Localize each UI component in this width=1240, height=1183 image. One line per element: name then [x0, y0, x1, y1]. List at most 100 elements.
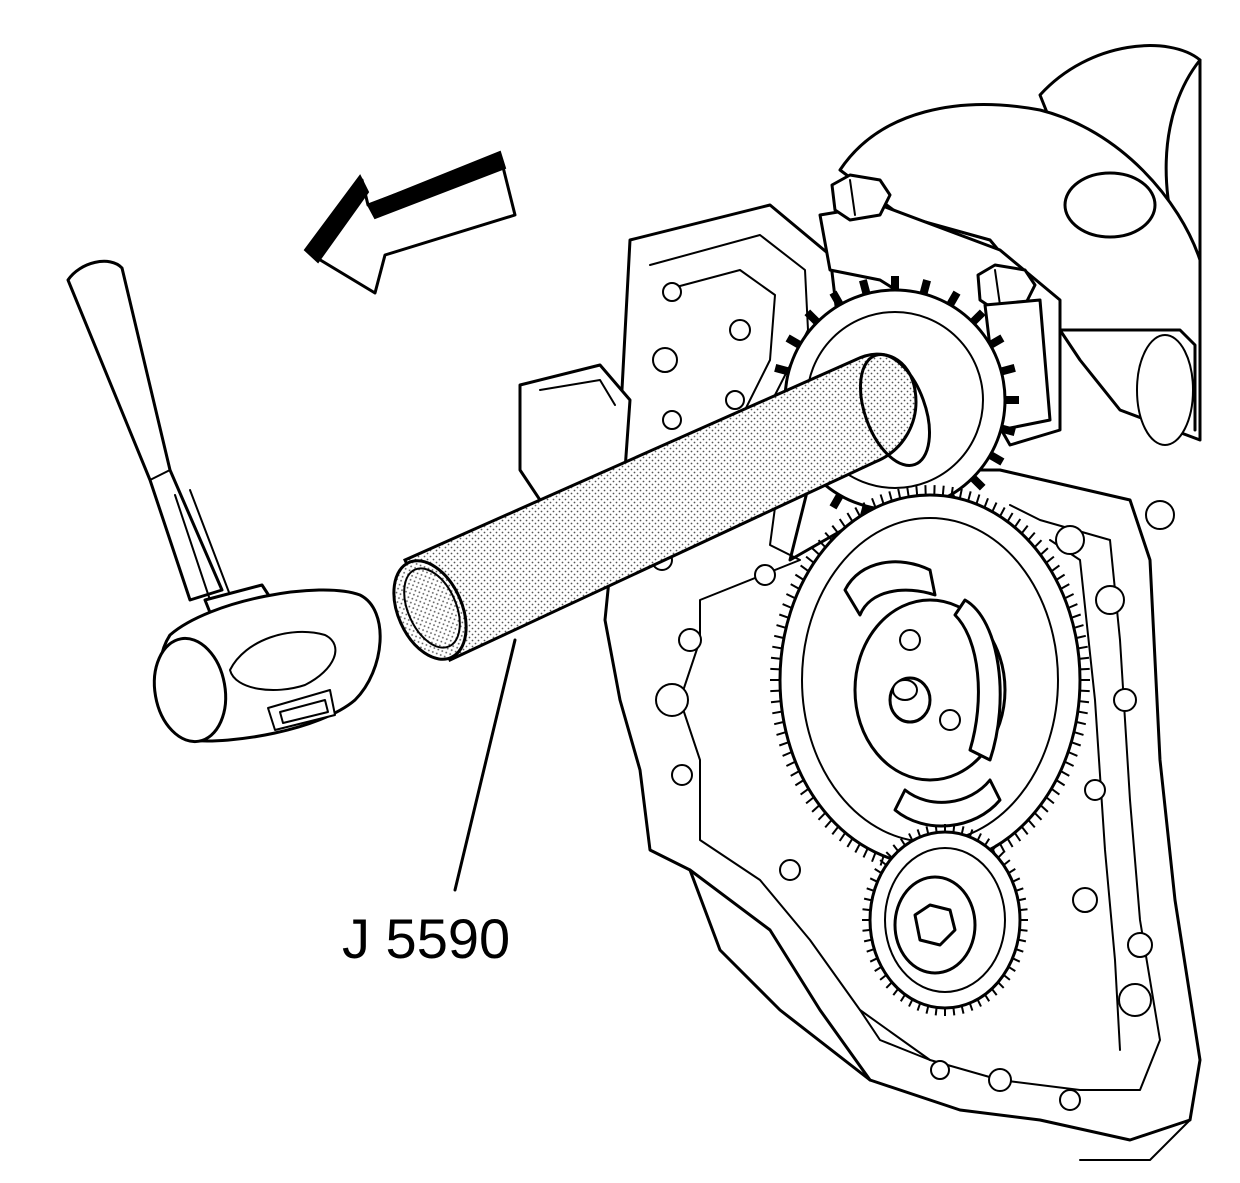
bolt-left [830, 173, 892, 222]
gear-tooth [1020, 524, 1029, 535]
gear-tooth [976, 998, 982, 1007]
gear-tooth [871, 497, 877, 508]
gear-tooth [888, 491, 893, 502]
gear-tooth [817, 811, 827, 821]
gear-tooth [790, 583, 800, 590]
callout-leader [453, 638, 517, 892]
gear-tooth [915, 485, 919, 496]
gear-tooth [988, 451, 1005, 466]
gear-tooth [1077, 645, 1088, 650]
gear-tooth [899, 838, 906, 847]
gear-tooth [869, 877, 878, 883]
gear-tooth [1073, 731, 1084, 736]
gear-tooth [967, 491, 972, 502]
gear-tooth [1073, 624, 1084, 629]
gear-tooth [863, 897, 873, 902]
gear-tooth [811, 547, 821, 556]
gear-tooth [776, 731, 787, 736]
gear-tooth [794, 573, 805, 581]
gear-tooth [1019, 908, 1028, 912]
gear-tooth [908, 833, 914, 842]
gear-tooth [879, 974, 888, 981]
gear-tooth [1020, 825, 1029, 836]
gear-tooth [866, 948, 875, 953]
gear-tooth [862, 847, 869, 858]
gear-tooth [838, 832, 847, 842]
gear-tooth [968, 1002, 974, 1011]
gear-tooth [831, 524, 840, 535]
gear-tooth [1070, 613, 1082, 619]
gear-tooth [794, 779, 805, 787]
gear-tooth [772, 645, 783, 650]
gear-tooth [1006, 512, 1014, 523]
gear-tooth [829, 493, 844, 510]
gear-tooth [997, 981, 1005, 989]
gear-tooth [829, 290, 844, 307]
gear-tooth [969, 474, 986, 491]
gear-tooth [1027, 819, 1036, 829]
tool-seat-ring [859, 353, 931, 467]
gear-tooth [934, 824, 938, 833]
gear-tooth [824, 531, 833, 541]
gear-tooth [934, 1007, 938, 1016]
gear-tooth [984, 993, 991, 1002]
gear-tooth [1002, 974, 1011, 981]
gear-tooth [916, 829, 922, 838]
gear-tooth [950, 486, 954, 498]
gear-tooth [1055, 573, 1066, 581]
gear-tooth [952, 824, 956, 833]
gear-tooth [1017, 897, 1027, 902]
gear-tooth [782, 751, 793, 757]
gear-tooth [1067, 751, 1078, 757]
tool-front-face [392, 559, 468, 661]
gear-tooth [983, 497, 989, 508]
gear-tooth [785, 760, 796, 767]
gear-tooth [854, 507, 861, 517]
gear-tooth [785, 334, 802, 349]
gear-tooth [790, 770, 800, 777]
hammer-handle [66, 259, 224, 602]
gear-tooth [975, 494, 981, 505]
gear-tooth [770, 656, 782, 660]
bolt-right [976, 263, 1037, 312]
gear-tooth [782, 603, 793, 609]
gear-tooth [846, 512, 854, 523]
gear-tooth [1075, 720, 1087, 726]
gear-tooth [1027, 531, 1036, 541]
gear-tooth [916, 1002, 922, 1011]
gear-tooth [1077, 710, 1088, 715]
gear-tooth [952, 1007, 956, 1016]
gear-tooth [991, 502, 998, 513]
gear-tooth [946, 290, 961, 307]
gear-tooth [772, 710, 783, 715]
gear-tooth [1007, 965, 1016, 972]
gear-tooth [1000, 364, 1016, 376]
bolt-holes [651, 282, 1175, 1111]
gear-tooth [862, 928, 871, 932]
gear-tooth [778, 613, 790, 619]
gear-tooth [1006, 837, 1014, 848]
gear-tooth [897, 488, 902, 499]
gear-tooth [770, 700, 782, 704]
gear-tooth [1012, 957, 1021, 963]
gear-tooth [1000, 424, 1016, 436]
gear-hub [853, 598, 1007, 782]
gear-tooth [991, 988, 998, 996]
gear-tooth [1007, 868, 1016, 875]
gear-tooth [908, 998, 914, 1007]
gear-tooth [988, 334, 1005, 349]
gear-tooth [892, 988, 899, 996]
gear-tooth [899, 993, 906, 1002]
gear-slot-lower [893, 778, 1002, 828]
gear-tooth [1017, 938, 1027, 943]
gear-tooth [1060, 583, 1070, 590]
gear-tooth [1002, 859, 1011, 866]
gear-tooth [862, 908, 871, 912]
gear-tooth [1075, 634, 1087, 640]
gear-tooth [885, 851, 893, 859]
gear-tooth [874, 965, 883, 972]
gear-tooth [906, 486, 910, 498]
crank-bolt [913, 903, 957, 947]
gear-tooth [817, 539, 827, 549]
arrow-left-icon [303, 150, 517, 295]
